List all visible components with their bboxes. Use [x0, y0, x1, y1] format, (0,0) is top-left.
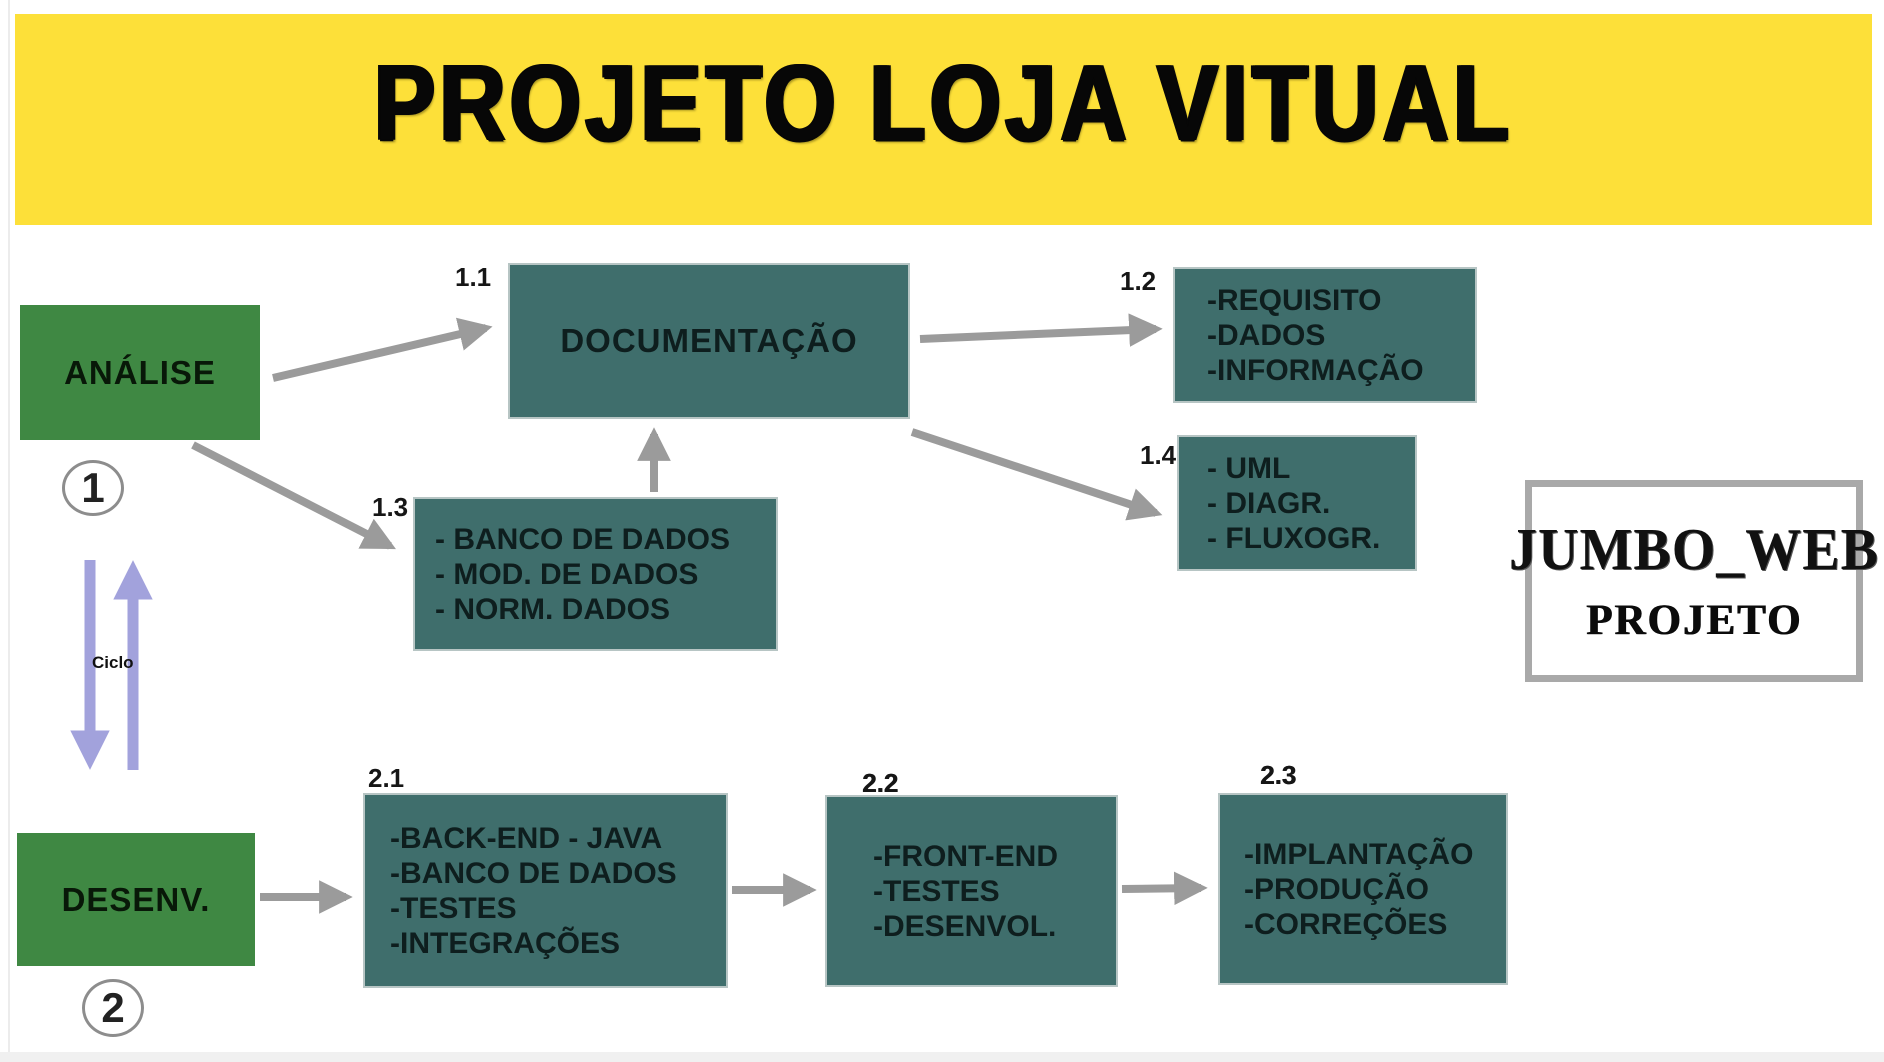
frontend-line: -DESENVOL.	[873, 909, 1057, 943]
node-desenv: DESENV.	[17, 833, 255, 966]
frontend-line: -TESTES	[873, 874, 1000, 908]
label-1-2: 1.2	[1120, 266, 1157, 296]
label-1-4: 1.4	[1140, 440, 1177, 470]
node-analise-label: ANÁLISE	[64, 353, 216, 391]
node-documentacao-label: DOCUMENTAÇÃO	[560, 322, 858, 359]
node-frontend: -FRONT-END -TESTES -DESENVOL.	[825, 795, 1118, 987]
arrow-analise-to-documentacao	[272, 317, 493, 382]
backend-line: -BACK-END - JAVA	[390, 821, 663, 855]
backend-line: -BANCO DE DADOS	[390, 856, 677, 890]
label-2-2: 2.2	[862, 768, 899, 798]
page-title: PROJETO LOJA VITUAL	[373, 43, 1514, 164]
step-1-badge: 1	[62, 460, 124, 516]
banco-dados-line: - MOD. DE DADOS	[435, 557, 699, 591]
node-banco-dados: - BANCO DE DADOS - MOD. DE DADOS - NORM.…	[413, 497, 778, 651]
label-2-1: 2.1	[368, 763, 405, 793]
logo-name: JUMBO_WEB	[1509, 516, 1879, 583]
step-2-badge: 2	[82, 979, 144, 1037]
frontend-line: -FRONT-END	[873, 839, 1058, 873]
arrow-frontend-to-deploy	[1121, 871, 1208, 906]
deploy-line: -CORREÇÕES	[1244, 907, 1448, 941]
bottom-strip	[0, 1052, 1884, 1062]
uml-line: - UML	[1207, 451, 1291, 485]
node-requisito: -REQUISITO -DADOS -INFORMAÇÃO	[1173, 267, 1477, 403]
node-uml: - UML - DIAGR. - FLUXOGR.	[1177, 435, 1417, 571]
requisito-line: -DADOS	[1207, 318, 1326, 352]
requisito-line: -INFORMAÇÃO	[1207, 353, 1424, 387]
node-backend: -BACK-END - JAVA -BANCO DE DADOS -TESTES…	[363, 793, 728, 988]
arrow-documentacao-to-uml	[910, 428, 1163, 521]
banco-dados-line: - NORM. DADOS	[435, 592, 670, 626]
uml-line: - FLUXOGR.	[1207, 521, 1381, 555]
label-1-1: 1.1	[455, 262, 492, 292]
backend-line: -TESTES	[390, 891, 517, 925]
label-2-3: 2.3	[1260, 760, 1297, 790]
node-deploy: -IMPLANTAÇÃO -PRODUÇÃO -CORREÇÕES	[1218, 793, 1508, 985]
title-banner: PROJETO LOJA VITUAL	[15, 14, 1872, 225]
deploy-line: -PRODUÇÃO	[1244, 872, 1429, 906]
left-edge-line	[8, 0, 10, 1052]
logo-box: JUMBO_WEB PROJETO	[1509, 480, 1878, 682]
logo-subtitle: PROJETO	[1585, 596, 1803, 644]
cycle-label: Ciclo	[92, 653, 134, 672]
arrow-documentacao-to-requisito	[919, 313, 1163, 347]
deploy-line: -IMPLANTAÇÃO	[1244, 837, 1474, 871]
requisito-line: -REQUISITO	[1207, 283, 1382, 317]
node-analise: ANÁLISE	[20, 305, 260, 440]
arrow-analise-to-banco-dados	[191, 441, 396, 550]
banco-dados-line: - BANCO DE DADOS	[435, 522, 731, 556]
node-documentacao: DOCUMENTAÇÃO	[508, 263, 910, 419]
label-1-3: 1.3	[372, 492, 409, 522]
uml-line: - DIAGR.	[1207, 486, 1331, 520]
node-desenv-label: DESENV.	[61, 880, 211, 918]
backend-line: -INTEGRAÇÕES	[390, 926, 621, 960]
